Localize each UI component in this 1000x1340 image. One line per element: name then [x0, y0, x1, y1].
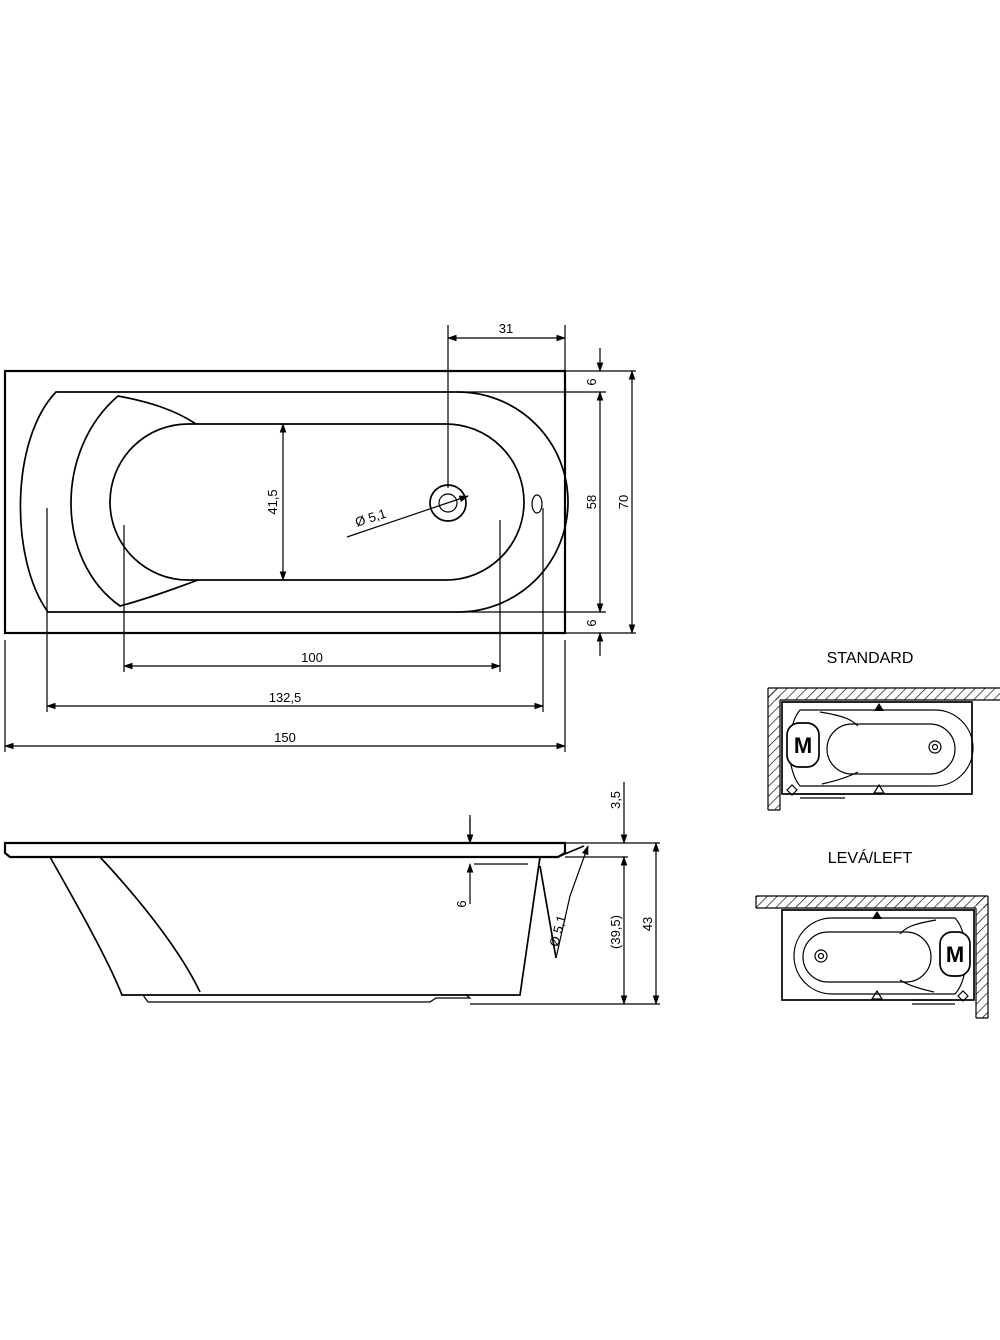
dim-inner-width: 58 [584, 495, 599, 509]
left-label: LEVÁ/LEFT [828, 848, 913, 867]
tub-headrest [70, 395, 199, 607]
dim-outer-width: 70 [616, 495, 631, 509]
side-view: 3,5 6 Ø 5,1 (39,5) 43 [3, 782, 660, 1005]
dim-rim-top: 6 [584, 378, 599, 385]
left-tub-rim [781, 909, 975, 1001]
top-view: 31 6 58 70 6 41,5 Ø 5,1 100 132,5 150 [3, 321, 636, 752]
overflow-slot [531, 494, 543, 514]
tub-basin-bottom [109, 423, 525, 581]
dim-basin-width: 41,5 [265, 489, 280, 514]
dim-inner-length: 132,5 [269, 690, 302, 705]
standard-tub-rim [781, 701, 973, 795]
standard-badge: M [794, 733, 812, 758]
dim-drain-diameter: Ø 5,1 [353, 506, 388, 530]
standard-label: STANDARD [827, 650, 914, 667]
variant-left: LEVÁ/LEFT M [755, 848, 989, 1019]
tub-inner-outline [19, 391, 569, 613]
left-badge: M [946, 942, 964, 967]
dim-basin-length: 100 [301, 650, 323, 665]
dim-rim-thickness: 3,5 [608, 791, 623, 809]
dim-drain-offset: 31 [499, 321, 513, 336]
dim-total-height: 43 [640, 917, 655, 931]
drain-inner [438, 493, 458, 513]
dim-overflow-height: 6 [454, 900, 469, 907]
dim-outer-length: 150 [274, 730, 296, 745]
side-feet [142, 994, 472, 1003]
side-body [49, 856, 541, 996]
tub-outer-rim [3, 369, 567, 635]
side-headrest-curve [99, 856, 201, 993]
dim-inner-depth: (39,5) [608, 915, 623, 949]
side-rim [3, 841, 567, 859]
variant-standard: STANDARD M [767, 650, 1000, 811]
dim-rim-bottom: 6 [584, 619, 599, 626]
